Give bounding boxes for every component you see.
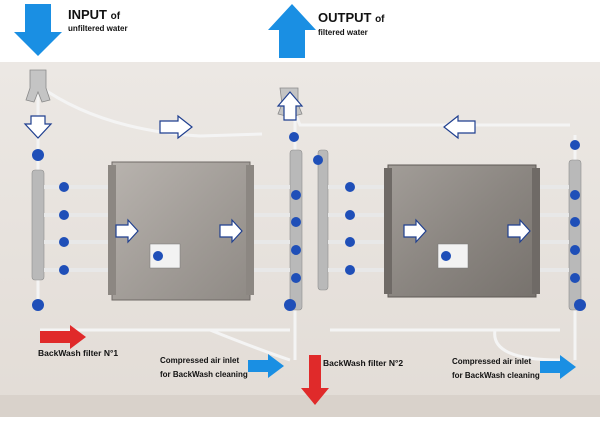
inlet-hoses <box>44 185 569 272</box>
valve <box>570 273 580 283</box>
valve <box>59 237 69 247</box>
output-sublabel: filtered water <box>318 28 368 37</box>
air-inlet-right-label: Compressed air inlet for BackWash cleani… <box>452 357 540 381</box>
output-arrow-up-icon <box>268 4 316 58</box>
input-sublabel: unfiltered water <box>68 24 128 33</box>
valve <box>32 149 44 161</box>
input-y-fitting <box>25 69 51 103</box>
valve <box>570 245 580 255</box>
flow-arrow-right-icon <box>507 218 531 244</box>
flow-arrows <box>23 91 531 244</box>
valve <box>345 210 355 220</box>
valve <box>289 132 299 142</box>
valve <box>59 265 69 275</box>
flow-arrow-down-icon <box>23 115 53 139</box>
valve <box>570 190 580 200</box>
mid-fitting-stack <box>289 149 303 311</box>
valve <box>284 299 296 311</box>
flow-arrow-right-icon <box>115 218 139 244</box>
air-inlet-left-line1: Compressed air inlet <box>160 356 240 365</box>
air-inlet-right-line1: Compressed air inlet <box>452 357 532 366</box>
valve <box>291 217 301 227</box>
valve <box>291 190 301 200</box>
mid-fitting-stack-2 <box>317 149 329 291</box>
valve <box>59 210 69 220</box>
valve <box>570 140 580 150</box>
left-fitting-stack <box>31 169 45 281</box>
air-inlet-left-label: Compressed air inlet for BackWash cleani… <box>160 356 248 380</box>
valve <box>291 273 301 283</box>
valve <box>345 182 355 192</box>
air-inlet-right-arrow-icon <box>540 355 576 379</box>
valve <box>32 299 44 311</box>
box-1-logo <box>153 251 163 261</box>
air-inlet-left-arrow-icon <box>248 354 284 378</box>
backwash-1-label: BackWash filter N°1 <box>38 348 119 358</box>
valve <box>570 217 580 227</box>
backwash-2-arrow-down-icon <box>301 355 329 405</box>
flow-arrow-right-icon <box>403 218 427 244</box>
blue-valves <box>32 132 586 311</box>
output-label: OUTPUT of <box>318 10 385 25</box>
backwash-2-label: BackWash filter N°2 <box>323 358 404 368</box>
backwash-1-arrow-right-icon <box>40 325 86 349</box>
flow-arrow-right-icon <box>159 114 193 140</box>
floor-strip <box>0 395 600 417</box>
output-label-main: OUTPUT <box>318 10 372 25</box>
air-inlet-left-line2: for BackWash cleaning <box>160 370 248 379</box>
flow-arrow-left-icon <box>443 114 476 140</box>
input-arrow-down-icon <box>14 4 62 56</box>
output-label-of: of <box>375 14 385 25</box>
valve <box>59 182 69 192</box>
air-tube-right <box>493 329 561 362</box>
valve <box>291 245 301 255</box>
input-label: INPUT of <box>68 7 120 22</box>
valve <box>345 237 355 247</box>
right-fitting-stack <box>568 159 582 311</box>
input-tube <box>37 83 263 138</box>
input-label-main: INPUT <box>68 7 107 22</box>
box-2-logo <box>441 251 451 261</box>
valve <box>313 155 323 165</box>
input-label-of: of <box>110 11 121 22</box>
flow-arrow-right-icon <box>219 218 243 244</box>
valve <box>345 265 355 275</box>
air-tube-left <box>209 328 291 362</box>
valve <box>574 299 586 311</box>
air-inlet-right-line2: for BackWash cleaning <box>452 371 540 380</box>
flow-arrow-up-icon <box>276 91 304 121</box>
